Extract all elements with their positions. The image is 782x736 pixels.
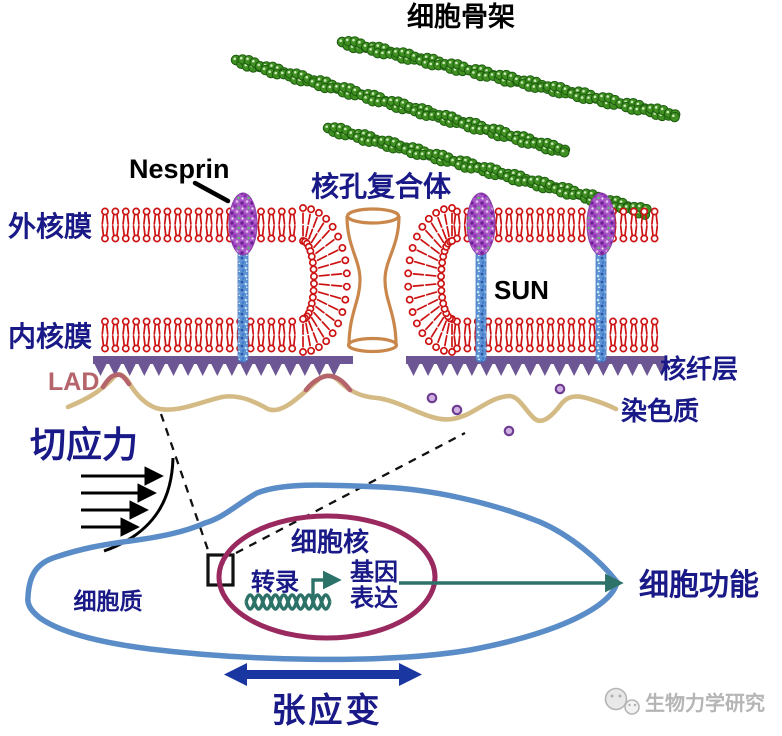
cytoplasm-label: 细胞质 xyxy=(74,588,143,614)
nesprin-head xyxy=(586,192,616,256)
chat-bubbles-logo-icon xyxy=(604,687,640,715)
nuclear-lamina xyxy=(93,356,669,376)
inner-nuclear-membrane-left xyxy=(101,317,297,353)
nesprin-sun-complex-1 xyxy=(228,192,258,363)
nuclear-pore-complex-label: 核孔复合体 xyxy=(311,170,452,202)
gene-expression-label-line1: 基因 xyxy=(350,559,398,586)
nesprin-label: Nesprin xyxy=(129,154,230,184)
chromatin-label: 染色质 xyxy=(621,396,699,426)
nesprin-sun-complexes xyxy=(228,192,616,363)
nucleosome-dots xyxy=(426,383,566,437)
nesprin-head xyxy=(466,192,496,256)
sun-linker-stalk xyxy=(595,241,607,363)
nesprin-sun-complex-3 xyxy=(586,192,616,363)
watermark: 生物力学研究 xyxy=(604,687,765,715)
chromatin-line xyxy=(65,372,619,424)
cell-function-label: 细胞功能 xyxy=(639,569,759,602)
nesprin-sun-complex-2 xyxy=(466,192,496,363)
sun-label: SUN xyxy=(494,275,549,305)
nuclear-lamina-label: 核纤层 xyxy=(660,354,738,384)
nuclear-envelope-membranes xyxy=(101,204,659,356)
cytoskeleton-filaments xyxy=(230,35,681,220)
inner-nuclear-membrane-label: 内核膜 xyxy=(8,321,92,352)
shear-stress-label: 切应力 xyxy=(30,424,138,465)
lad-label: LAD xyxy=(48,368,99,396)
nucleus-outline xyxy=(216,513,438,641)
nuclear-envelope-curve-right xyxy=(404,204,456,356)
nesprin-head xyxy=(228,192,258,256)
zoom-dashed-line-left xyxy=(159,413,211,554)
outer-nuclear-membrane-label: 外核膜 xyxy=(8,211,92,242)
gene-expression-label-line2: 表达 xyxy=(350,585,398,612)
lad-regions xyxy=(100,372,353,393)
dna-helix xyxy=(244,593,332,611)
nesprin-pointer-line xyxy=(192,180,231,204)
sun-linker-stalk xyxy=(237,241,249,363)
transcription-label: 转录 xyxy=(251,568,299,596)
shear-flow-arrows xyxy=(81,466,164,537)
sun-linker-stalk xyxy=(475,241,487,363)
cytoskeleton-label: 细胞骨架 xyxy=(407,1,515,32)
outer-nuclear-membrane-left xyxy=(101,207,297,243)
inner-nuclear-membrane-right xyxy=(453,317,659,353)
watermark-text: 生物力学研究 xyxy=(645,691,765,715)
transcription-arrow xyxy=(311,570,342,603)
tensile-strain-arrow xyxy=(224,663,422,686)
tensile-strain-label: 张应变 xyxy=(272,692,383,730)
cell-membrane-outline xyxy=(25,482,620,663)
nuclear-pore xyxy=(345,207,401,354)
cell-nucleus-label: 细胞核 xyxy=(291,527,369,557)
nuclear-envelope-curve-left xyxy=(299,204,351,356)
zoom-dashed-line-right xyxy=(235,431,466,555)
